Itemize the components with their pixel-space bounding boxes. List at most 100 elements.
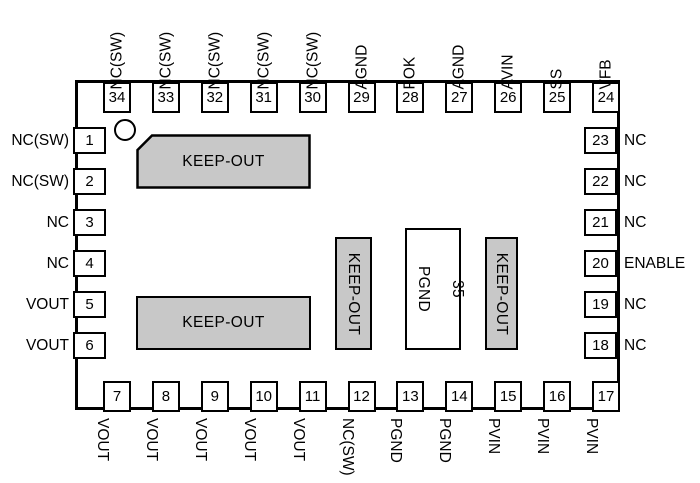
keepout-region-bottom-left: KEEP-OUT <box>136 296 311 350</box>
pin-label-10: VOUT <box>240 418 258 462</box>
pin-label-5: VOUT <box>25 296 69 313</box>
pin-label-13: PGND <box>387 418 405 463</box>
pin-box-25: 25 <box>543 82 572 113</box>
pin-box-12: 12 <box>347 381 376 412</box>
pin-box-32: 32 <box>200 82 229 113</box>
pin-number: 29 <box>353 89 370 106</box>
thermal-pad-pgnd: PGND 35 <box>405 228 466 350</box>
pin-number: 5 <box>85 296 94 313</box>
pin-label-12: NC(SW) <box>338 418 356 476</box>
pin-label-30: NC(SW) <box>304 31 322 90</box>
thermal-pad-number: 35 <box>449 280 466 298</box>
pin-box-19: 19 <box>584 291 617 318</box>
pin-box-21: 21 <box>584 209 617 236</box>
pin-label-1: NC(SW) <box>11 132 69 149</box>
keepout-top-left-label: KEEP-OUT <box>182 152 265 170</box>
pin-label-20: ENABLE <box>624 255 686 272</box>
pin-label-9: VOUT <box>191 418 209 462</box>
pin-number: 16 <box>548 388 566 405</box>
pin-label-23: NC <box>624 132 647 149</box>
pin-label-28: POK <box>401 56 419 90</box>
pin-label-6: VOUT <box>25 337 69 354</box>
pin-number: 9 <box>210 388 219 405</box>
pin-number: 33 <box>157 89 175 106</box>
pin-label-19: NC <box>624 296 647 313</box>
pin-number: 20 <box>592 255 609 272</box>
pin-box-17: 17 <box>592 381 620 412</box>
pin-box-29: 29 <box>347 82 376 113</box>
pin-box-13: 13 <box>396 381 425 412</box>
pin-number: 6 <box>85 337 94 354</box>
pin-label-21: NC <box>624 214 647 231</box>
pin-number: 31 <box>255 89 273 106</box>
pin-number: 30 <box>304 89 321 106</box>
pin-label-33: NC(SW) <box>157 31 175 90</box>
pin-box-1: 1 <box>73 127 106 154</box>
pin-label-32: NC(SW) <box>206 31 224 90</box>
pin-label-4: NC <box>46 255 69 272</box>
keepout-center-right-label: KEEP-OUT <box>493 252 511 335</box>
pin-number: 32 <box>206 89 224 106</box>
pin-number: 3 <box>85 214 94 231</box>
pin-box-8: 8 <box>151 381 180 412</box>
pin-label-16: PVIN <box>534 418 552 455</box>
pin-number: 14 <box>450 388 468 405</box>
pin-label-31: NC(SW) <box>255 31 273 90</box>
pin-label-24: VFB <box>597 59 615 90</box>
pin-box-26: 26 <box>494 82 523 113</box>
pin-label-27: AGND <box>450 44 468 90</box>
pin-box-7: 7 <box>103 381 131 412</box>
pin-number: 8 <box>161 388 171 405</box>
pin-number: 1 <box>85 132 94 149</box>
pin-box-10: 10 <box>249 381 278 412</box>
pin-number: 23 <box>592 132 609 149</box>
pin-number: 2 <box>85 173 94 190</box>
pin-number: 7 <box>112 388 122 405</box>
pin-label-22: NC <box>624 173 647 190</box>
pin-label-34: NC(SW) <box>108 31 126 90</box>
pin-label-2: NC(SW) <box>11 173 69 190</box>
pin-label-11: VOUT <box>289 418 307 462</box>
pin-number: 25 <box>548 89 566 106</box>
pin-box-11: 11 <box>298 381 327 412</box>
pin-box-9: 9 <box>200 381 229 412</box>
pin-box-24: 24 <box>592 82 620 113</box>
pin-box-27: 27 <box>445 82 474 113</box>
pin-box-18: 18 <box>584 332 617 359</box>
keepout-region-center-right: KEEP-OUT <box>485 237 518 350</box>
pin-box-28: 28 <box>396 82 425 113</box>
pin-label-18: NC <box>624 337 647 354</box>
pin-number: 17 <box>597 388 615 405</box>
pin-number: 10 <box>255 388 273 405</box>
pin1-indicator-circle <box>114 119 136 141</box>
pin-number: 4 <box>85 255 94 272</box>
keepout-region-center-left: KEEP-OUT <box>335 237 372 350</box>
pin-box-4: 4 <box>73 250 106 277</box>
pin-label-8: VOUT <box>142 418 160 462</box>
pin-box-2: 2 <box>73 168 106 195</box>
pin-label-25: SS <box>548 68 566 90</box>
pin-number: 15 <box>499 388 517 405</box>
pin-box-16: 16 <box>543 381 572 412</box>
pin-label-15: PVIN <box>485 418 503 455</box>
pin-box-31: 31 <box>249 82 278 113</box>
pin-number: 27 <box>450 89 468 106</box>
pin-box-3: 3 <box>73 209 106 236</box>
pin-box-30: 30 <box>298 82 327 113</box>
pin-number: 12 <box>353 388 370 405</box>
pin-number: 28 <box>402 89 419 106</box>
pin-number: 22 <box>592 173 609 190</box>
keepout-bottom-left-label: KEEP-OUT <box>182 314 265 331</box>
thermal-pad-name: PGND <box>415 266 433 312</box>
pin-box-14: 14 <box>445 381 474 412</box>
pin-box-6: 6 <box>73 332 106 359</box>
pin-number: 19 <box>592 296 609 313</box>
pin-label-3: NC <box>46 214 69 231</box>
pin-number: 13 <box>402 388 419 405</box>
keepout-top-left-shape <box>136 134 311 189</box>
pin-label-7: VOUT <box>94 418 111 462</box>
pin-box-34: 34 <box>103 82 131 113</box>
pin-number: 11 <box>304 388 321 405</box>
keepout-center-left-label: KEEP-OUT <box>345 252 363 335</box>
